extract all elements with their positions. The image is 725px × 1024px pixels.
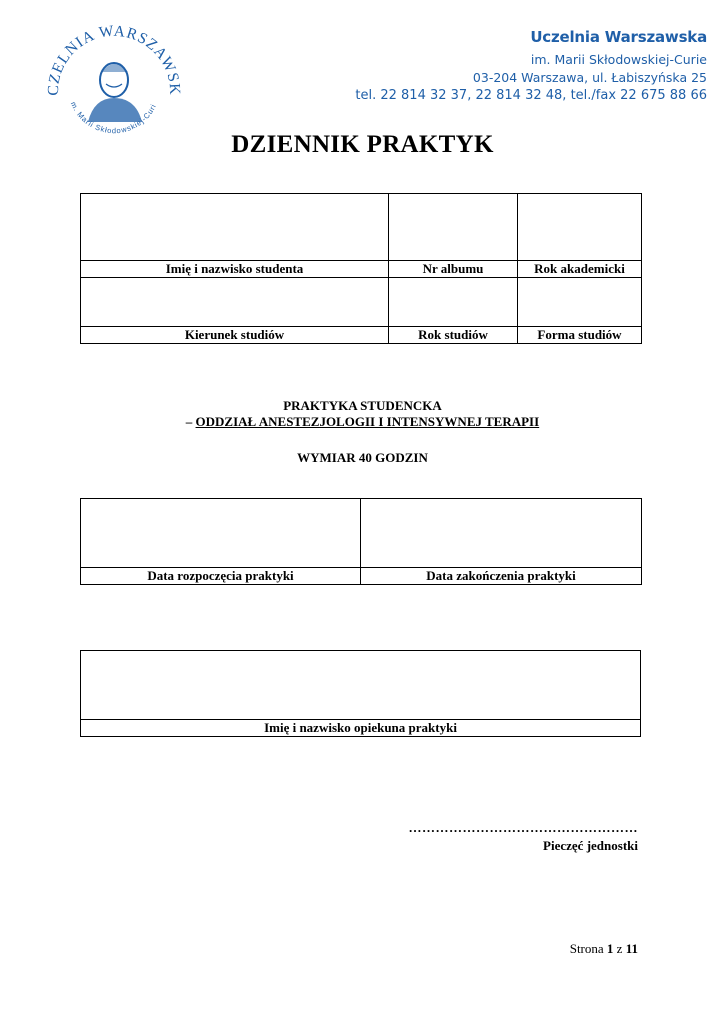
study-mode-field[interactable] [517,277,642,327]
page-current: 1 [606,941,614,956]
year-of-study-field[interactable] [388,277,518,327]
university-patron: im. Marii Skłodowskiej-Curie [530,52,707,67]
svg-text:UCZELNIA WARSZAWSKA: UCZELNIA WARSZAWSKA [44,14,183,96]
start-date-field[interactable] [80,498,361,568]
academic-year-label: Rok akademicki [517,260,642,278]
page-total: 11 [625,941,638,956]
end-date-label: Data zakończenia praktyki [360,567,642,585]
page-prefix: Strona [569,941,607,956]
practice-department: – ODDZIAŁ ANESTEZJOLOGII I INTENSYWNEJ T… [0,414,725,430]
start-date-label: Data rozpoczęcia praktyki [80,567,361,585]
field-of-study-label: Kierunek studiów [80,326,389,344]
university-name: Uczelnia Warszawska [530,28,707,46]
page-number: Strona 1 z 11 [570,941,638,957]
university-logo: UCZELNIA WARSZAWSKA im. Marii Skłodowski… [38,1,184,154]
logo-seal-icon: UCZELNIA WARSZAWSKA im. Marii Skłodowski… [38,1,183,135]
study-mode-label: Forma studiów [517,326,642,344]
university-address: 03-204 Warszawa, ul. Łabiszyńska 25 [472,70,707,85]
year-of-study-label: Rok studiów [388,326,518,344]
student-info-table: Imię i nazwisko studenta Nr albumu Rok a… [80,193,642,344]
album-number-label: Nr albumu [388,260,518,278]
supervisor-table: Imię i nazwisko opiekuna praktyki [80,650,641,737]
academic-year-field[interactable] [517,193,642,261]
stamp-signature-line: …………………………………………… [408,820,638,835]
page-separator: z [613,941,626,956]
student-name-label: Imię i nazwisko studenta [80,260,389,278]
practice-heading: PRAKTYKA STUDENCKA [283,398,442,413]
document-title: DZIENNIK PRAKTYK [231,131,494,158]
album-number-field[interactable] [388,193,518,261]
field-of-study-field[interactable] [80,277,389,327]
supervisor-name-label: Imię i nazwisko opiekuna praktyki [80,719,641,737]
student-name-field[interactable] [80,193,389,261]
dates-table: Data rozpoczęcia praktyki Data zakończen… [80,498,642,585]
practice-dash: – [185,414,196,429]
practice-department-name: ODDZIAŁ ANESTEZJOLOGII I INTENSYWNEJ TER… [195,414,540,429]
university-phone: tel. 22 814 32 37, 22 814 32 48, tel./fa… [355,88,707,103]
practice-hours: WYMIAR 40 GODZIN [297,450,428,465]
supervisor-name-field[interactable] [80,650,641,720]
stamp-label: Pieczęć jednostki [543,838,638,853]
end-date-field[interactable] [360,498,642,568]
